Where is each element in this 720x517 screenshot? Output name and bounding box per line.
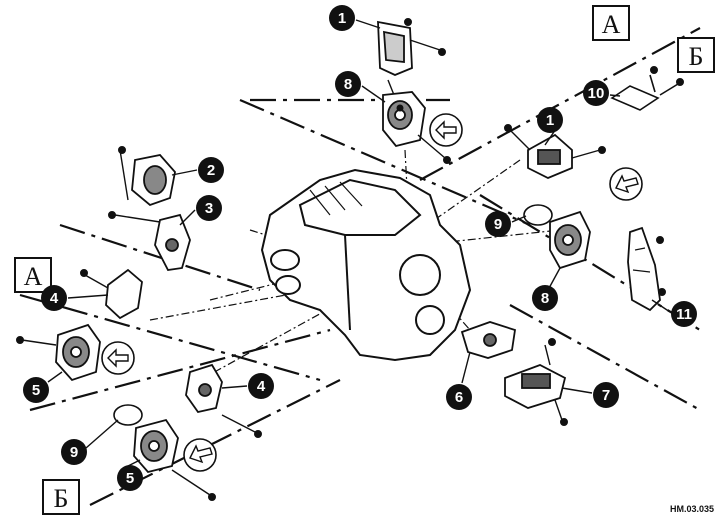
callout-5-bottom: 5 (117, 465, 143, 491)
mount-bracket-4-left (84, 268, 143, 320)
mount-cushion-top (382, 91, 446, 159)
mount-cushion-7 (504, 344, 567, 421)
svg-text:1: 1 (546, 112, 554, 129)
svg-text:10: 10 (588, 85, 605, 102)
mount-bracket-right (509, 129, 601, 179)
callout-4-left: 4 (41, 285, 67, 311)
svg-text:5: 5 (32, 382, 40, 399)
svg-text:4: 4 (257, 378, 266, 395)
view-label-a-left: А (14, 257, 52, 293)
mount-bracket-6 (460, 321, 517, 359)
callout-11: 11 (671, 301, 697, 327)
view-label-a-top: А (592, 5, 630, 41)
svg-text:4: 4 (50, 290, 59, 307)
mount-bracket-4-middle (185, 363, 256, 433)
callout-9-right: 9 (485, 211, 511, 237)
svg-text:11: 11 (676, 306, 692, 323)
callout-1-top: 1 (329, 5, 355, 31)
svg-text:8: 8 (344, 76, 352, 93)
bolts (16, 18, 684, 501)
mount-bracket-10 (610, 74, 679, 111)
svg-text:7: 7 (602, 387, 610, 404)
svg-text:2: 2 (207, 162, 215, 179)
svg-text:5: 5 (126, 470, 134, 487)
callout-leaders (47, 19, 671, 467)
washer-plate-9-left (113, 404, 143, 426)
svg-text:А: А (24, 262, 43, 291)
svg-text:9: 9 (70, 444, 78, 461)
mount-cushion-5-bottom (133, 418, 211, 496)
mount-cushion-2 (119, 149, 176, 207)
callout-8-top: 8 (335, 71, 361, 97)
callout-8-right: 8 (532, 285, 558, 311)
callout-2: 2 (198, 157, 224, 183)
direction-arrow-top (429, 113, 463, 147)
callout-3: 3 (196, 195, 222, 221)
svg-text:3: 3 (205, 200, 213, 217)
callout-1-right: 1 (537, 107, 563, 133)
mount-bracket-top (377, 20, 441, 106)
svg-text:Б: Б (689, 42, 704, 71)
mount-cushion-right (549, 210, 591, 270)
svg-text:Б: Б (54, 484, 69, 513)
svg-text:1: 1 (338, 10, 346, 27)
callout-4-middle: 4 (248, 373, 274, 399)
heat-shield-11 (627, 226, 661, 312)
callout-9-left: 9 (61, 439, 87, 465)
svg-text:6: 6 (455, 389, 463, 406)
svg-text:8: 8 (541, 290, 549, 307)
svg-text:9: 9 (494, 216, 502, 233)
svg-text:А: А (602, 10, 621, 39)
direction-arrow-right (609, 167, 643, 201)
direction-arrow-bottom (183, 438, 217, 472)
callout-10: 10 (583, 80, 609, 106)
mount-cushion-5-left (21, 323, 101, 382)
callout-6: 6 (446, 384, 472, 410)
view-label-b-bottom: Б (42, 479, 80, 515)
callout-7: 7 (593, 382, 619, 408)
mount-bracket-3 (114, 213, 191, 271)
figure-reference-code: HM.03.035 (670, 504, 714, 514)
washer-plate-9-right (523, 204, 553, 226)
callout-5-left: 5 (23, 377, 49, 403)
engine-block (260, 168, 472, 362)
view-label-b-top: Б (677, 37, 715, 73)
direction-arrow-left (101, 341, 135, 375)
